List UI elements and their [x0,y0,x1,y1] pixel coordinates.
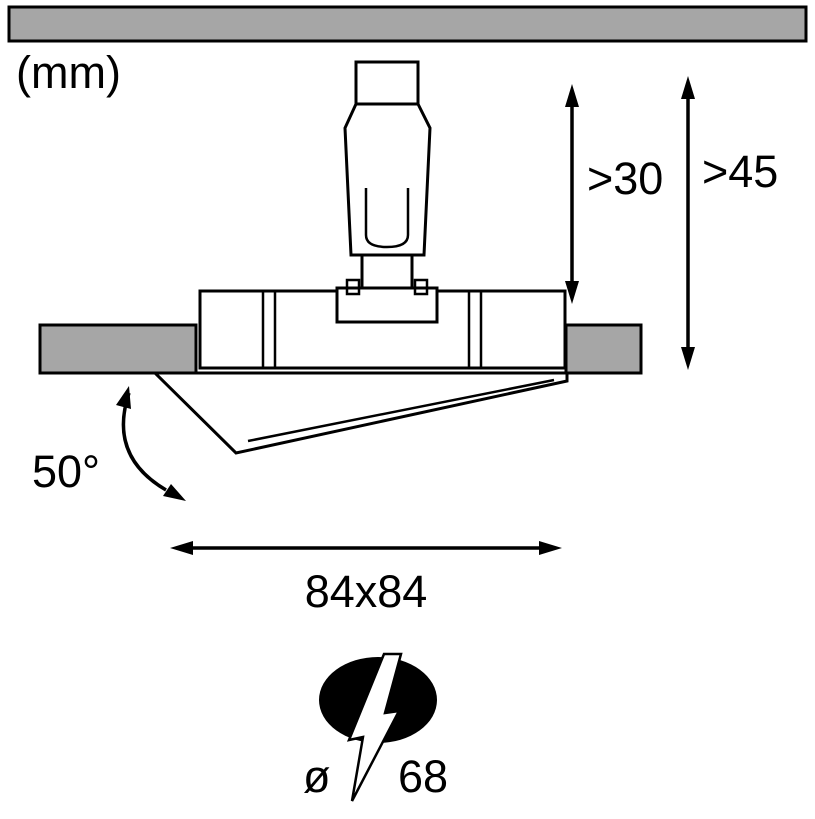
unit-label: (mm) [16,47,121,98]
dim45-arrow-top [681,76,695,99]
dim45-label: >45 [702,146,778,197]
clamp-screw-left [345,278,361,296]
tilt-arrow-down [163,484,186,501]
clamp-screw-right [413,278,429,296]
dim30-arrow-top [565,84,579,107]
trim-inner-edge [247,378,555,443]
ceiling-bar [7,5,808,43]
hole-diameter-symbol: ø [303,751,331,802]
dim84-label: 84x84 [305,566,428,617]
dim84-arrow-right [539,541,562,555]
lightning-bolt-icon [346,652,403,802]
connector-plug-top [354,60,420,106]
dim84-arrow-left [170,541,193,555]
trim-face [151,371,569,455]
dim30-label: >30 [587,153,663,204]
dim45-arrow-bottom [681,347,695,370]
dim30-arrow-bottom [565,281,579,304]
connector-body [343,102,432,257]
tilt-arrow-up [116,386,131,409]
hole-diameter-value: 68 [398,751,448,802]
ceiling-cutout-right [564,323,643,375]
cable-clamp [364,188,410,249]
ceiling-cutout-left [38,323,198,375]
tilt-angle-label: 50° [32,446,100,497]
